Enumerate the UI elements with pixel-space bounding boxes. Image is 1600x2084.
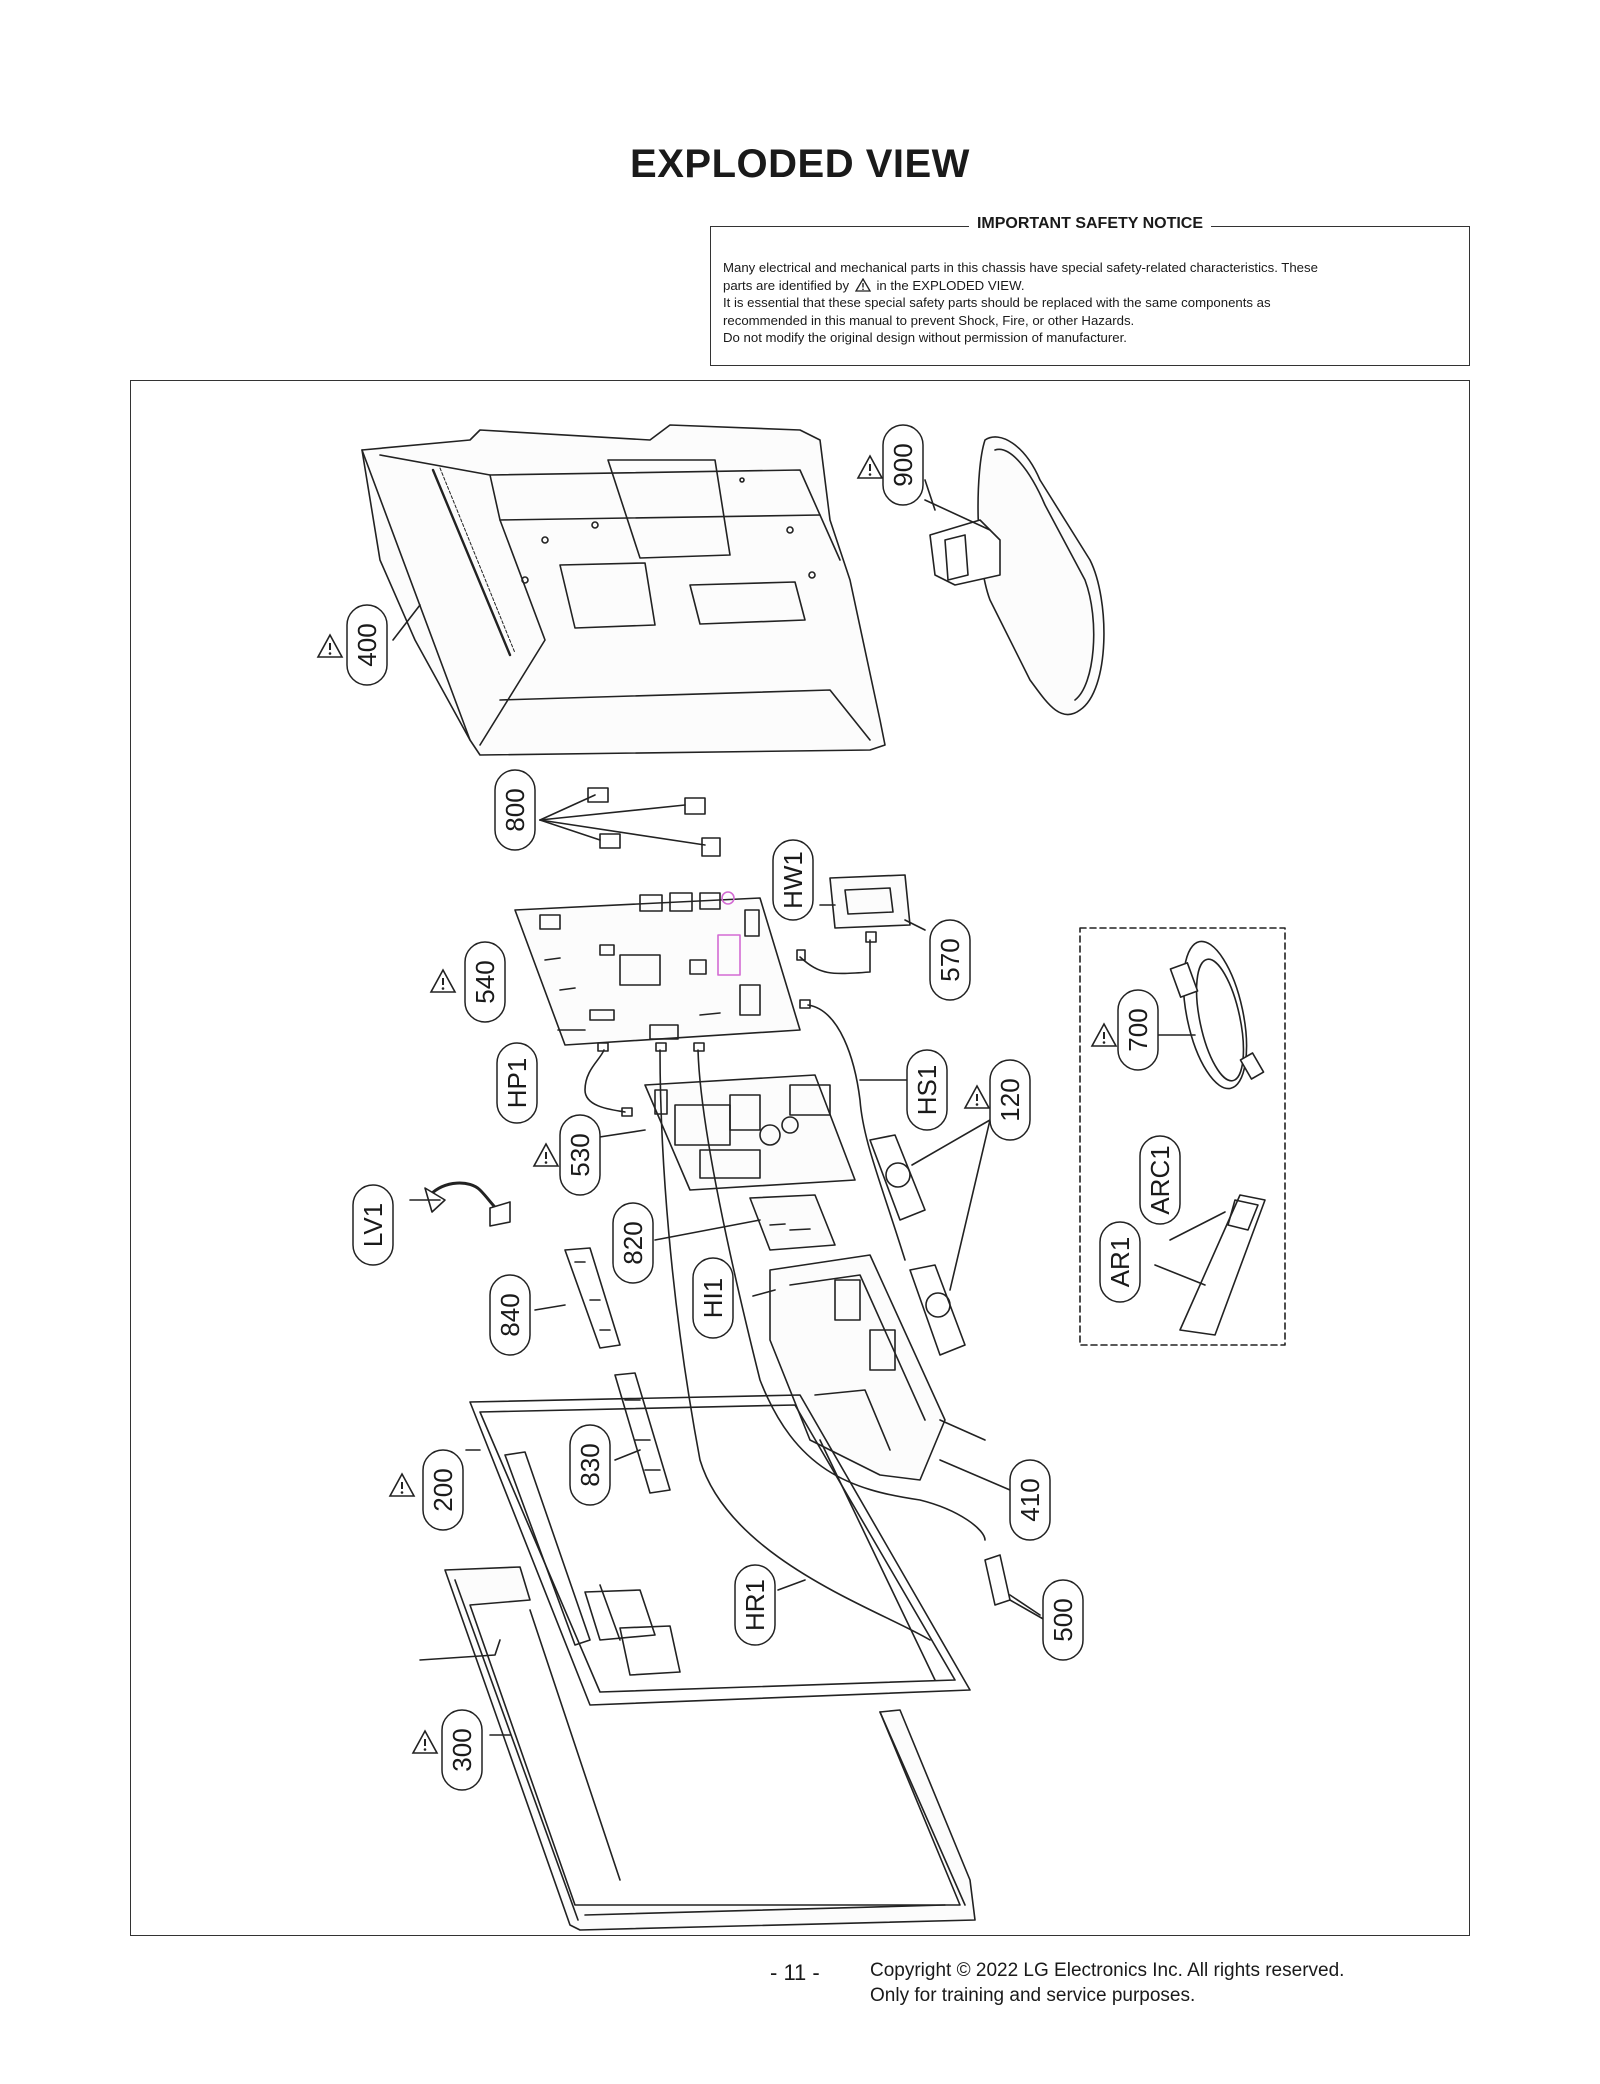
svg-text:570: 570: [935, 938, 965, 981]
svg-text:700: 700: [1123, 1008, 1153, 1051]
cable-hs1-part: [799, 999, 906, 1261]
stand-part: [924, 436, 1105, 716]
notice-line-3: It is essential that these special safet…: [723, 295, 1271, 310]
callout-410: 410: [1009, 1459, 1051, 1541]
svg-text:830: 830: [575, 1443, 605, 1486]
cable-hi1-part: [693, 1042, 986, 1541]
svg-text:HW1: HW1: [778, 851, 808, 909]
notice-line-4: recommended in this manual to prevent Sh…: [723, 312, 1135, 328]
back-cover-part: [361, 424, 886, 756]
callout-hr1: HR1: [734, 1564, 776, 1646]
svg-text:LV1: LV1: [358, 1203, 388, 1247]
callout-hp1: HP1: [496, 1042, 538, 1124]
notice-line-1: Many electrical and mechanical parts in …: [723, 260, 1318, 275]
callout-lv1: LV1: [352, 1184, 394, 1266]
callout-530: 530: [559, 1114, 601, 1196]
svg-text:HS1: HS1: [912, 1065, 942, 1116]
callout-ar1: AR1: [1099, 1221, 1141, 1303]
copyright-line-2: Only for training and service purposes.: [870, 1985, 1196, 2006]
cable-hr1-part: [655, 1042, 931, 1641]
safety-notice-body: Many electrical and mechanical parts in …: [723, 259, 1457, 347]
callout-300: 300: [441, 1709, 483, 1791]
svg-text:840: 840: [495, 1293, 525, 1336]
svg-text:ARC1: ARC1: [1145, 1145, 1175, 1214]
thermal-pad-part: [829, 874, 911, 929]
svg-text:HP1: HP1: [502, 1058, 532, 1109]
cable-lv1-part: [424, 1181, 511, 1227]
callout-540: 540: [464, 941, 506, 1023]
svg-text:200: 200: [428, 1468, 458, 1511]
svg-text:400: 400: [352, 623, 382, 666]
safety-notice-title: IMPORTANT SAFETY NOTICE: [968, 215, 1212, 232]
callout-800: 800: [494, 769, 536, 851]
svg-text:900: 900: [888, 443, 918, 486]
safety-notice-box: IMPORTANT SAFETY NOTICE Many electrical …: [710, 215, 1470, 366]
exploded-view-frame: [130, 380, 1470, 1936]
bracket-840-part: [564, 1247, 621, 1349]
svg-text:AR1: AR1: [1105, 1237, 1135, 1288]
warning-triangle-icon: [1091, 1023, 1117, 1047]
callout-840: 840: [489, 1274, 531, 1356]
page-title: EXPLODED VIEW: [630, 142, 970, 186]
bracket-830-part: [614, 1372, 671, 1494]
main-board-part: [514, 891, 801, 1046]
insulation-sheet-part: [749, 1194, 836, 1251]
warning-triangle-icon: [533, 1143, 559, 1167]
callout-400: 400: [346, 604, 388, 686]
warning-triangle-icon: [430, 969, 456, 993]
screws-part: [539, 787, 721, 857]
callout-hi1: HI1: [692, 1257, 734, 1339]
svg-text:500: 500: [1048, 1598, 1078, 1641]
svg-text:540: 540: [470, 960, 500, 1003]
warning-triangle-icon: [964, 1085, 990, 1109]
power-cord-part: [1169, 940, 1265, 1090]
warning-triangle-icon: [857, 455, 883, 479]
svg-text:530: 530: [565, 1133, 595, 1176]
callout-120: 120: [989, 1059, 1031, 1141]
warning-triangle-icon: [854, 277, 871, 292]
callout-hs1: HS1: [906, 1049, 948, 1131]
svg-text:120: 120: [995, 1078, 1025, 1121]
warning-triangle-icon: [317, 634, 343, 658]
callout-570: 570: [929, 919, 971, 1001]
callout-820: 820: [612, 1202, 654, 1284]
svg-text:820: 820: [618, 1221, 648, 1264]
cable-hp1-part: [584, 1042, 633, 1117]
warning-triangle-icon: [412, 1730, 438, 1754]
notice-line-2-start: parts are identified by: [723, 277, 850, 293]
notice-line-5: Do not modify the original design withou…: [723, 330, 1127, 345]
svg-text:800: 800: [500, 788, 530, 831]
callout-700: 700: [1117, 989, 1159, 1071]
copyright-line-1: Copyright © 2022 LG Electronics Inc. All…: [870, 1960, 1345, 1981]
power-board-part: [644, 1074, 856, 1191]
speakers-part: [869, 1119, 991, 1356]
callout-830: 830: [569, 1424, 611, 1506]
svg-text:HI1: HI1: [698, 1278, 728, 1318]
remote-control-part: [1179, 1194, 1266, 1336]
callout-arc1: ARC1: [1139, 1135, 1181, 1225]
svg-text:HR1: HR1: [740, 1579, 770, 1631]
copyright-notice: Copyright © 2022 LG Electronics Inc. All…: [870, 1958, 1344, 2008]
callout-hw1: HW1: [772, 839, 814, 921]
page-number: - 11 -: [770, 1960, 820, 1985]
cable-hw1-part: [796, 931, 877, 975]
notice-line-2: parts are identified by in the EXPLODED …: [723, 277, 1457, 295]
ir-sensor-part: [984, 1554, 1041, 1616]
svg-text:300: 300: [447, 1728, 477, 1771]
callout-900: 900: [882, 424, 924, 506]
lcd-panel-part: [469, 1394, 971, 1706]
accessory-group-box: [1079, 927, 1286, 1346]
chassis-bracket-part: [769, 1254, 986, 1481]
front-cabinet-part: [419, 1566, 976, 1931]
svg-text:410: 410: [1015, 1478, 1045, 1521]
callout-500: 500: [1042, 1579, 1084, 1661]
notice-line-2-end: in the EXPLODED VIEW.: [876, 277, 1025, 293]
callout-200: 200: [422, 1449, 464, 1531]
warning-triangle-icon: [389, 1473, 415, 1497]
